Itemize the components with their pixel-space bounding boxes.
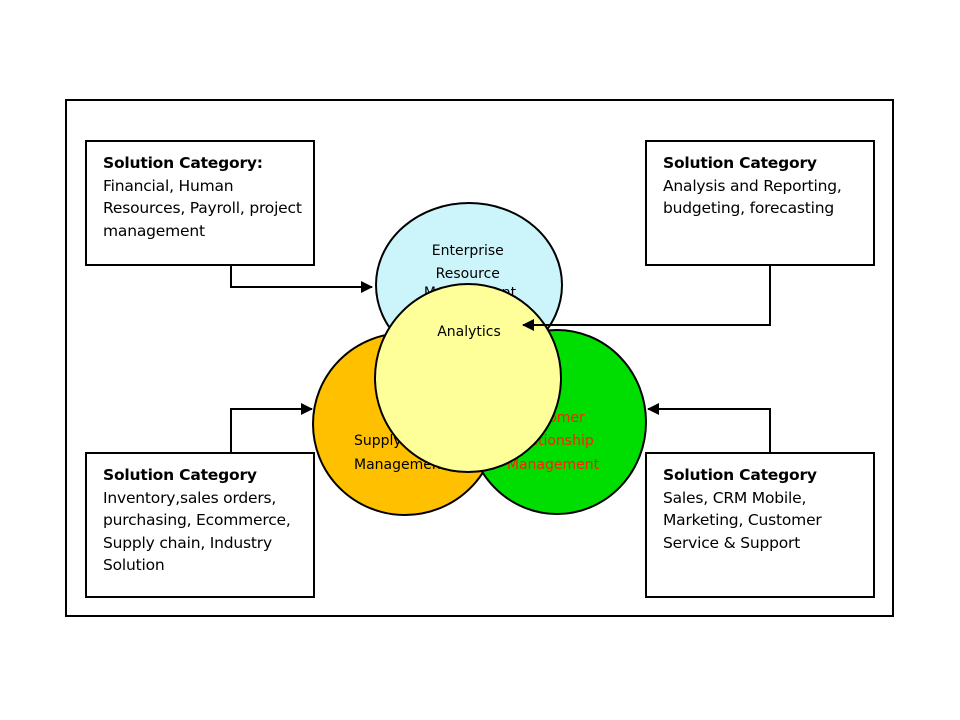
category-box-sales: Solution Category Sales, CRM Mobile, Mar… [645,452,875,598]
category-description: Financial, Human Resources, Payroll, pro… [103,176,302,240]
category-title: Solution Category [663,466,817,484]
category-box-analysis: Solution Category Analysis and Reporting… [645,140,875,266]
category-box-supply: Solution Category Inventory,sales orders… [85,452,315,598]
category-description: Inventory,sales orders, purchasing, Ecom… [103,488,291,575]
category-description: Analysis and Reporting, budgeting, forec… [663,176,842,218]
category-description: Sales, CRM Mobile, Marketing, Customer S… [663,488,822,552]
category-title: Solution Category [103,466,257,484]
connector-bottom-left [230,403,313,452]
category-title: Solution Category: [103,154,263,172]
connector-top-left [230,266,373,293]
analytics-circle [374,283,562,473]
analytics-label: Analytics [437,324,501,340]
category-box-financial: Solution Category: Financial, Human Reso… [85,140,315,266]
category-title: Solution Category [663,154,817,172]
connector-bottom-right [647,403,771,452]
connector-top-right [522,266,771,331]
